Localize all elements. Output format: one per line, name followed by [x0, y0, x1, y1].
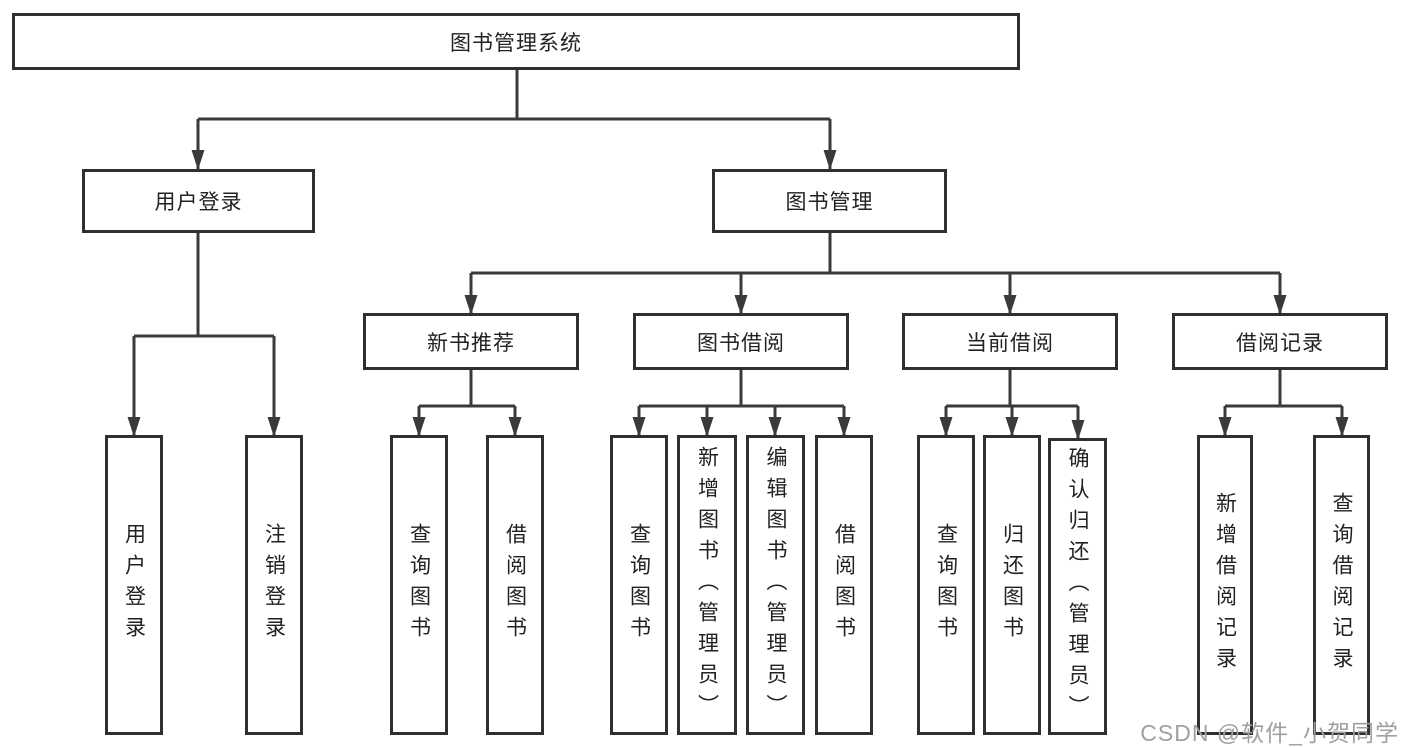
node-label: 新增图书（管理员）	[695, 445, 719, 725]
node-label: 查询图书	[407, 523, 431, 647]
leaf-user-login: 用户登录	[105, 435, 163, 735]
leaf-query-borrow-record: 查询借阅记录	[1313, 435, 1370, 735]
leaf-query-books-current: 查询图书	[917, 435, 975, 735]
leaf-query-books-recommend: 查询图书	[390, 435, 448, 735]
node-label: 图书管理	[785, 191, 874, 214]
node-label: 查询图书	[934, 523, 958, 647]
node-label: 查询图书	[627, 523, 651, 647]
node-borrow-records: 借阅记录	[1172, 313, 1388, 370]
node-current-borrow: 当前借阅	[902, 313, 1118, 370]
node-label: 借阅图书	[832, 523, 856, 647]
node-label: 图书管理系统	[450, 31, 582, 55]
leaf-borrow-books-recommend: 借阅图书	[486, 435, 544, 735]
node-label: 注销登录	[262, 523, 286, 647]
node-label: 新增借阅记录	[1213, 492, 1237, 678]
leaf-edit-book-admin: 编辑图书（管理员）	[746, 435, 805, 735]
node-label: 归还图书	[1000, 523, 1024, 647]
leaf-confirm-return-admin: 确认归还（管理员）	[1048, 438, 1107, 735]
leaf-return-books: 归还图书	[983, 435, 1041, 735]
node-label: 用户登录	[154, 191, 243, 214]
node-label: 编辑图书（管理员）	[764, 445, 787, 725]
leaf-borrow-books: 借阅图书	[815, 435, 873, 735]
node-book-borrow: 图书借阅	[633, 313, 849, 370]
node-label: 新书推荐	[427, 331, 515, 355]
node-user-login: 用户登录	[82, 169, 315, 233]
leaf-logout: 注销登录	[245, 435, 303, 735]
node-book-management: 图书管理	[712, 169, 947, 233]
node-label: 用户登录	[122, 523, 146, 647]
csdn-watermark: CSDN @软件_小贺同学	[1140, 720, 1399, 746]
node-label: 图书借阅	[697, 331, 785, 355]
node-library-system: 图书管理系统	[12, 13, 1020, 70]
node-label: 查询借阅记录	[1330, 492, 1353, 678]
node-label: 借阅图书	[503, 523, 527, 647]
node-label: 当前借阅	[966, 331, 1054, 355]
node-label: 借阅记录	[1236, 331, 1324, 355]
leaf-query-books-borrow: 查询图书	[610, 435, 668, 735]
node-label: 确认归还（管理员）	[1066, 447, 1089, 726]
node-new-book-recommend: 新书推荐	[363, 313, 579, 370]
leaf-add-book-admin: 新增图书（管理员）	[677, 435, 737, 735]
leaf-add-borrow-record: 新增借阅记录	[1197, 435, 1253, 735]
